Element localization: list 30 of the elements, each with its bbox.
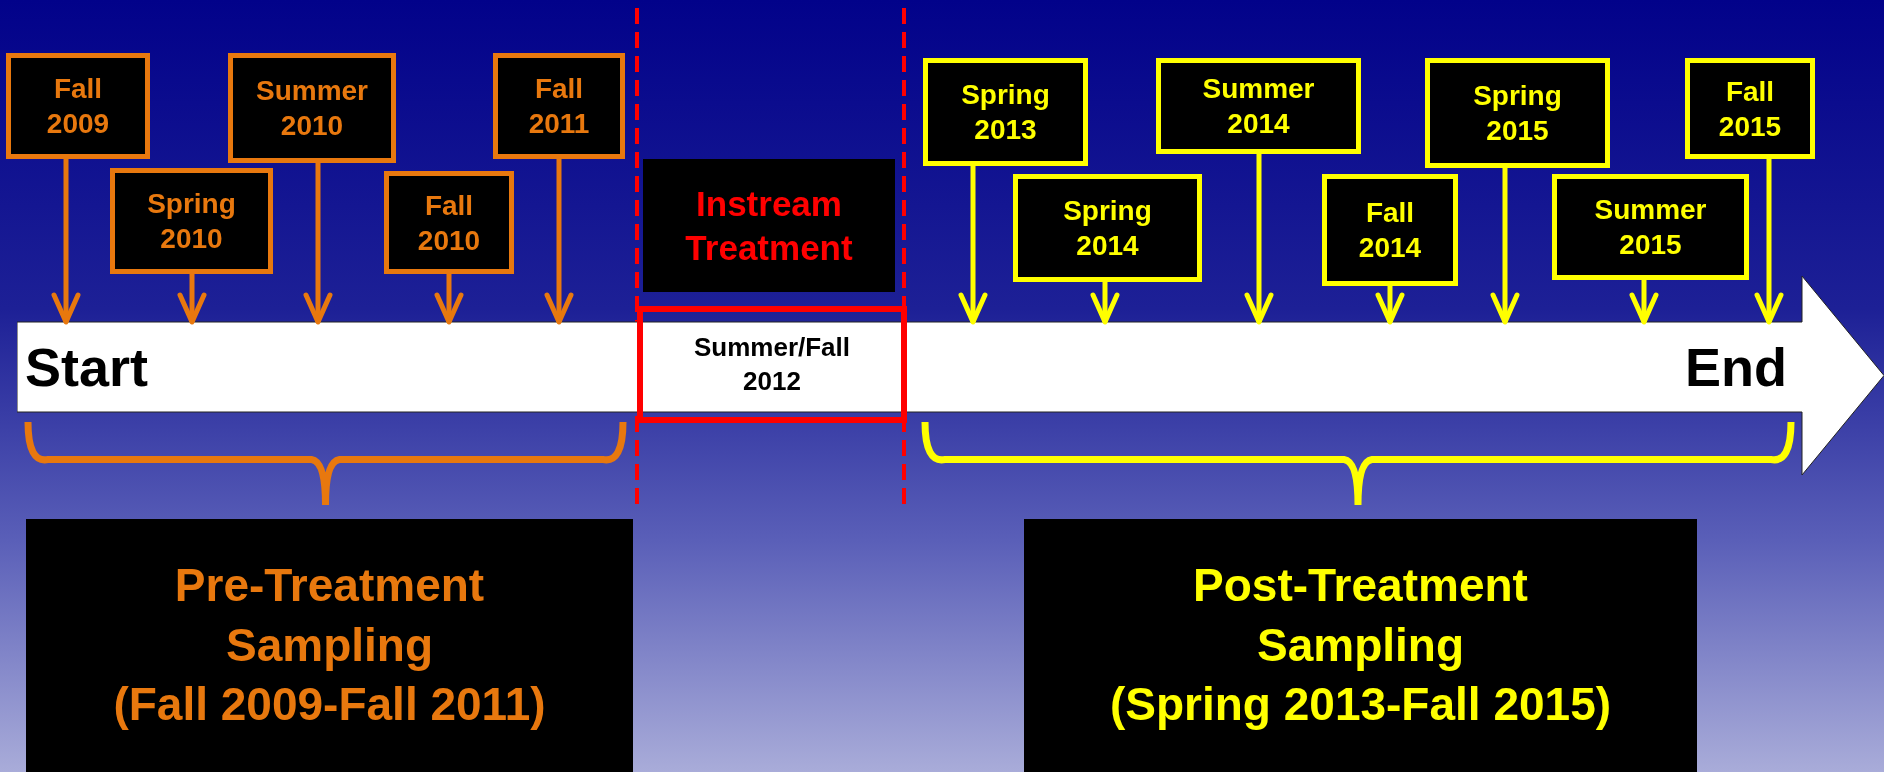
season-box: Summer 2010 (228, 53, 396, 163)
season-box: Spring 2010 (110, 168, 273, 274)
season-box: Summer 2015 (1552, 174, 1749, 280)
season-box: Spring 2013 (923, 58, 1088, 166)
season-box: Summer 2014 (1156, 58, 1361, 154)
period-box: Summer/Fall 2012 (637, 306, 907, 423)
season-box: Fall 2011 (493, 53, 625, 159)
season-box: Spring 2015 (1425, 58, 1610, 168)
arrow (177, 274, 207, 325)
season-box: Fall 2014 (1322, 174, 1458, 286)
treatment-box: Instream Treatment (643, 159, 895, 292)
arrow (1490, 168, 1520, 325)
arrow (51, 159, 81, 325)
arrow (958, 166, 988, 325)
phase-box: Pre-Treatment Sampling (Fall 2009-Fall 2011) (26, 519, 633, 772)
arrow (1090, 282, 1120, 325)
timeline-label: End (1685, 340, 1787, 394)
arrow (434, 274, 464, 325)
season-box: Fall 2009 (6, 53, 150, 159)
phase-box: Post-Treatment Sampling (Spring 2013-Fall 2015) (1024, 519, 1697, 772)
arrow (544, 159, 574, 325)
season-box: Spring 2014 (1013, 174, 1202, 282)
arrow (1629, 280, 1659, 325)
arrow (1375, 286, 1405, 325)
season-box: Fall 2015 (1685, 58, 1815, 159)
arrow (1754, 159, 1784, 325)
timeline-label: Start (25, 340, 149, 394)
arrow (303, 163, 333, 325)
season-box: Fall 2010 (384, 171, 514, 274)
arrow (1244, 154, 1274, 325)
